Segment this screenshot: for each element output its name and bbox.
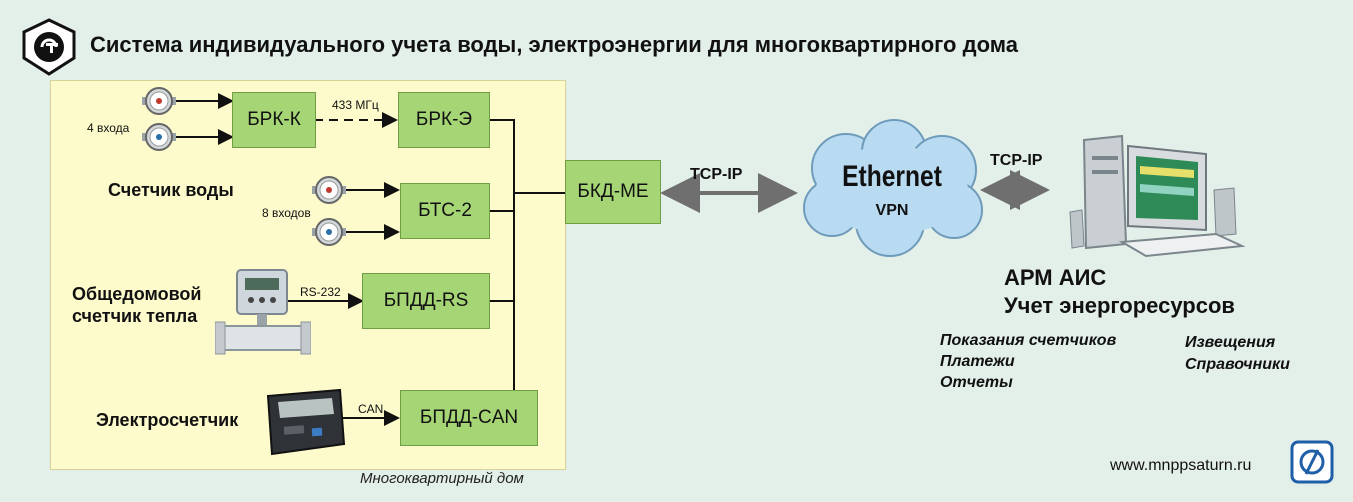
block-bkd-me: БКД-МЕ <box>565 160 661 224</box>
website-link[interactable]: www.mnppsaturn.ru <box>1110 457 1252 474</box>
heat-meter-label-line2: счетчик тепла <box>72 306 198 326</box>
workstation-title: АРМ АИС <box>1004 265 1107 290</box>
water-meter-icon <box>142 123 176 151</box>
water-meter-icon <box>142 87 176 115</box>
electric-meter-icon <box>266 388 346 456</box>
can-label: CAN <box>358 402 384 416</box>
heat-meter-icon <box>215 269 311 355</box>
certification-mark-icon <box>22 18 76 76</box>
electric-meter-label: Электросчетчик <box>96 410 239 430</box>
water-meter-label: Счетчик воды <box>108 180 234 200</box>
ethernet-label: Ethernet <box>842 160 942 193</box>
feature-reference-books: Справочники <box>1185 356 1290 373</box>
feature-payments: Платежи <box>940 353 1015 370</box>
block-bpdd-rs: БПДД-RS <box>362 273 490 329</box>
vpn-label: VPN <box>875 202 909 219</box>
block-bts-2: БТС-2 <box>400 183 490 239</box>
workstation-subtitle: Учет энергоресурсов <box>1004 293 1235 318</box>
block-brk-k: БРК-К <box>232 92 316 148</box>
data-bus <box>490 119 515 419</box>
workstation-computer-icon <box>1069 134 1246 258</box>
feature-meter-readings: Показания счетчиков <box>940 332 1117 349</box>
apartment-building-caption: Многоквартирный дом <box>360 470 524 487</box>
block-bpdd-can: БПДД-CAN <box>400 390 538 446</box>
tcpip-left-label: TCP-IP <box>690 166 743 183</box>
water-inputs-4-label: 4 входа <box>87 121 130 135</box>
heat-meter-label-line1: Общедомовой <box>72 284 202 304</box>
water-meter-icon <box>312 176 346 204</box>
radio-frequency-label: 433 МГц <box>332 98 379 112</box>
rs232-label: RS-232 <box>300 285 341 299</box>
company-logo-icon <box>1290 440 1334 484</box>
page-title: Система индивидуального учета воды, элек… <box>90 32 1018 57</box>
feature-notices: Извещения <box>1185 334 1276 351</box>
water-meter-icon <box>312 218 346 246</box>
tcpip-right-label: TCP-IP <box>990 152 1043 169</box>
block-brk-e: БРК-Э <box>398 92 490 148</box>
ethernet-cloud-icon <box>803 119 983 257</box>
feature-reports: Отчеты <box>940 374 1013 391</box>
water-inputs-8-label: 8 входов <box>262 206 311 220</box>
